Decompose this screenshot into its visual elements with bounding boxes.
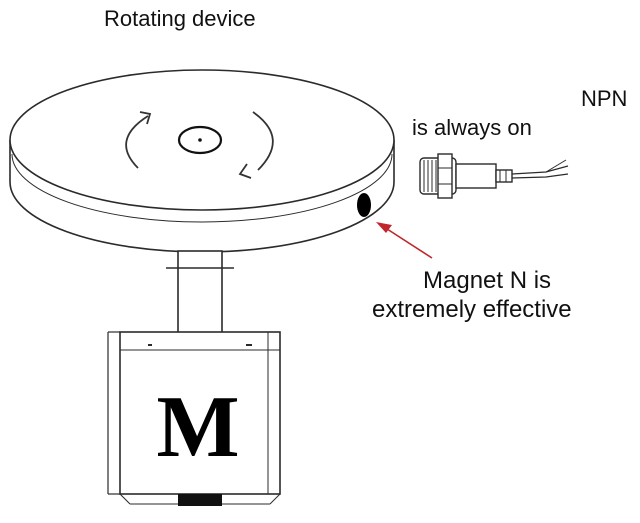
rotation-arrow-left-icon xyxy=(125,111,152,169)
diagram-title: Rotating device xyxy=(104,6,256,31)
sensor-label-line1: NPN xyxy=(581,86,628,111)
turntable-disc xyxy=(9,69,395,253)
hub-ring xyxy=(177,125,223,155)
motor-letter: M xyxy=(156,379,240,476)
disc-edge-line xyxy=(11,153,393,223)
magnet-label-line2: extremely effective xyxy=(372,296,572,323)
sensor-body xyxy=(455,163,497,189)
hub-dot xyxy=(198,138,202,142)
sensor-tail xyxy=(495,169,513,183)
motor-body xyxy=(107,331,281,505)
npn-sensor xyxy=(419,153,569,199)
sensor-cable xyxy=(511,165,569,175)
rotation-arrow-right-icon xyxy=(238,111,274,179)
magnet-label-line1: Magnet N is xyxy=(423,267,552,294)
motor-shaft xyxy=(166,250,234,335)
disc-top-face xyxy=(9,69,395,211)
magnet-marker xyxy=(357,193,371,217)
motor-base-tab xyxy=(178,494,222,506)
sensor-nut xyxy=(437,153,453,199)
magnet-pointer-arrow xyxy=(376,222,433,259)
sensor-label-line2: is always on xyxy=(412,115,532,140)
